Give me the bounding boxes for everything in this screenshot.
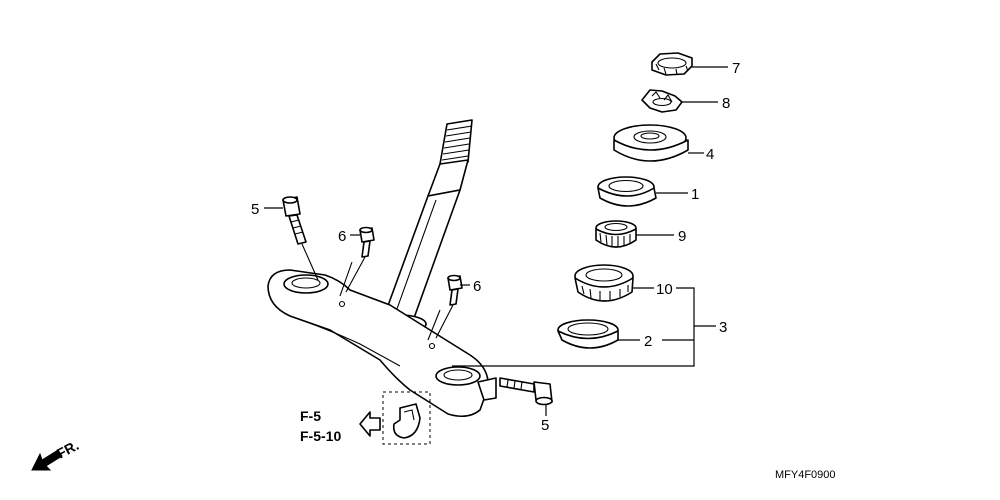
callout-6-upper: 6 xyxy=(338,228,346,245)
callout-7: 7 xyxy=(732,60,740,77)
pinch-bolt-upper-part-5 xyxy=(282,196,307,245)
callout-5-left: 5 xyxy=(251,201,259,218)
callout-10: 10 xyxy=(656,281,673,298)
front-direction-arrow-icon xyxy=(31,449,63,471)
callout-5-lower: 5 xyxy=(541,417,549,434)
adjusting-nut-part-4 xyxy=(613,124,689,162)
callout-9: 9 xyxy=(678,228,686,245)
reference-f5-10[interactable]: F-5-10 xyxy=(300,428,341,444)
callout-6-lower: 6 xyxy=(473,278,481,295)
reference-f5[interactable]: F-5 xyxy=(300,408,321,424)
diagram-code: MFY4F0900 xyxy=(775,469,836,481)
leader-lines xyxy=(264,66,728,416)
hose-clamp xyxy=(382,391,431,445)
callout-3: 3 xyxy=(719,319,727,336)
dust-seal-part-2 xyxy=(557,319,619,349)
callout-1: 1 xyxy=(691,186,699,203)
callout-2: 2 xyxy=(644,333,652,350)
callout-8: 8 xyxy=(722,95,730,112)
upper-bearing-part-9 xyxy=(595,220,637,248)
small-bolt-lower-part-6 xyxy=(447,274,463,306)
steering-stem-shaft xyxy=(373,119,473,334)
installation-lines xyxy=(301,243,454,341)
pinch-bolt-lower-part-5 xyxy=(499,377,553,406)
lock-washer-part-8 xyxy=(641,89,683,113)
lower-bearing-part-10 xyxy=(574,264,634,302)
lock-nut-part-7 xyxy=(651,52,693,76)
reference-arrow-icon xyxy=(359,411,381,437)
callout-4: 4 xyxy=(706,146,714,163)
small-bolt-upper-part-6 xyxy=(359,226,375,258)
upper-outer-race-part-1 xyxy=(597,176,657,207)
lower-bracket xyxy=(267,269,497,418)
